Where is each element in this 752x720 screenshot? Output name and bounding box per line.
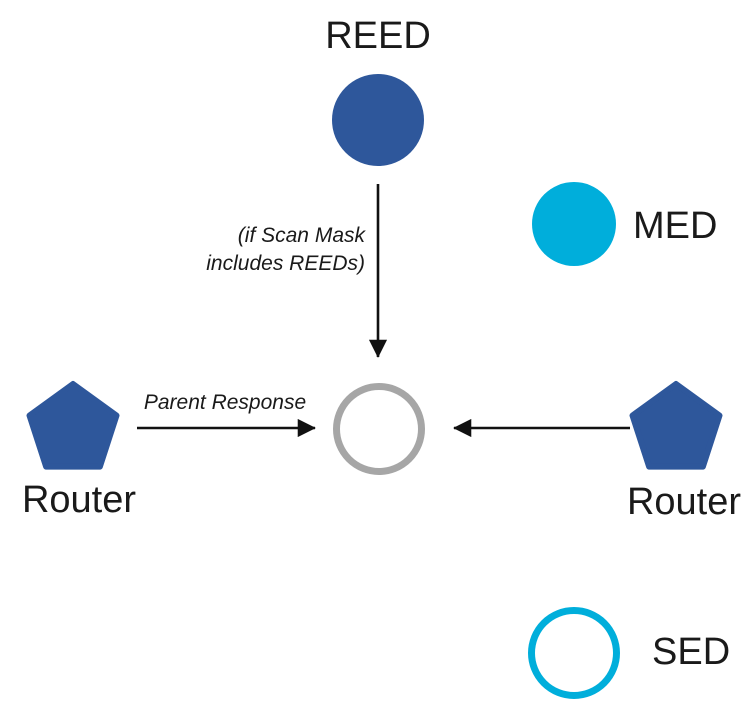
parent-response-caption: Parent Response xyxy=(143,391,307,414)
scan-mask-caption-line1: (if Scan Mask xyxy=(237,224,365,247)
router-left-node-label: Router xyxy=(21,479,137,522)
sed-node-label: SED xyxy=(652,631,731,674)
router-right-node-label: Router xyxy=(626,481,742,524)
med-node-label: MED xyxy=(633,205,718,248)
scan-mask-caption: (if Scan Mask includes REEDs) xyxy=(150,222,365,278)
router-right-pentagon xyxy=(629,381,723,470)
reed-node-circle xyxy=(332,74,424,166)
router-left-pentagon xyxy=(26,381,120,470)
joiner-node-ring xyxy=(333,383,425,475)
reed-node-label: REED xyxy=(325,15,431,58)
scan-mask-caption-line2: includes REEDs) xyxy=(206,252,365,275)
med-node-circle xyxy=(532,182,616,266)
sed-node-ring xyxy=(528,607,620,699)
